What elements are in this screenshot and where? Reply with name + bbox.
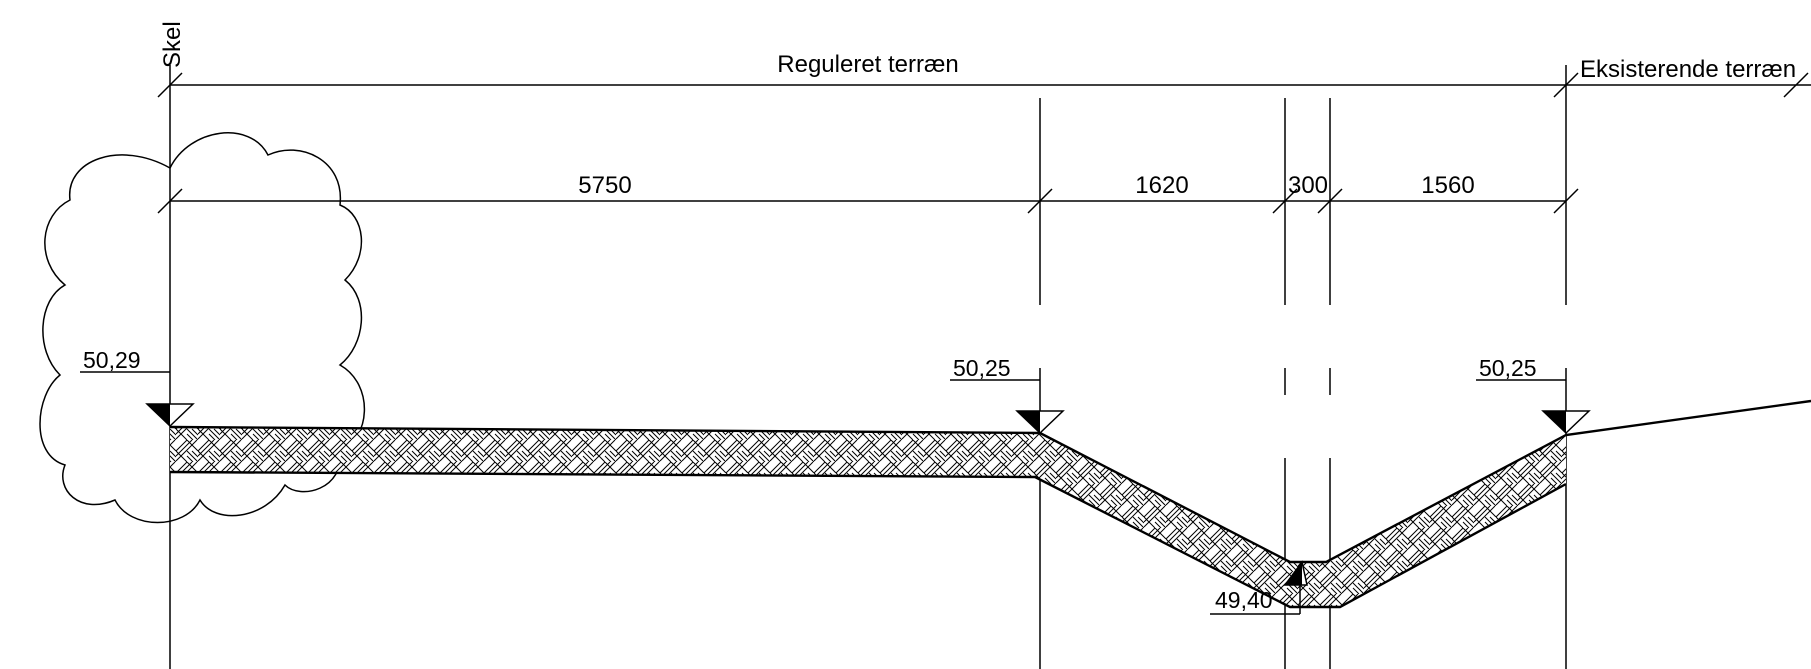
elevation-marker-right: 50,25	[1476, 355, 1591, 435]
dim-tick	[157, 72, 183, 98]
dim-tick	[157, 188, 183, 214]
terrain-layer-hatch	[170, 427, 1566, 607]
dim-tick	[1553, 72, 1579, 98]
elevation-right: 50,25	[1479, 355, 1537, 381]
regulated-terrain-label: Reguleret terræn	[777, 51, 958, 78]
dim-tick	[1553, 188, 1579, 214]
terrain-top-line	[169, 399, 1811, 564]
elevation-mid-left: 50,25	[953, 355, 1011, 381]
elevation-left: 50,29	[83, 347, 141, 373]
property-line-label: Skel	[159, 21, 186, 68]
dim-tick	[1317, 188, 1343, 214]
elevation-marker-left: 50,29	[80, 347, 195, 428]
elevation-marker-bottom: 49,40	[1210, 560, 1308, 615]
terrain-bottom-line	[169, 470, 1567, 609]
dimension-300: 300	[1288, 172, 1328, 199]
dimension-1560: 1560	[1421, 172, 1474, 199]
dim-tick	[1272, 188, 1298, 214]
tree-cloud-icon	[39, 132, 366, 524]
dim-tick	[1027, 188, 1053, 214]
existing-terrain-label: Eksisterende terræn	[1580, 56, 1796, 83]
dimension-5750: 5750	[578, 172, 631, 199]
dim-tick	[1783, 72, 1809, 98]
dimension-1620: 1620	[1135, 172, 1188, 199]
elevation-bottom: 49,40	[1215, 587, 1273, 613]
elevation-marker-mid-left: 50,25	[950, 355, 1065, 435]
